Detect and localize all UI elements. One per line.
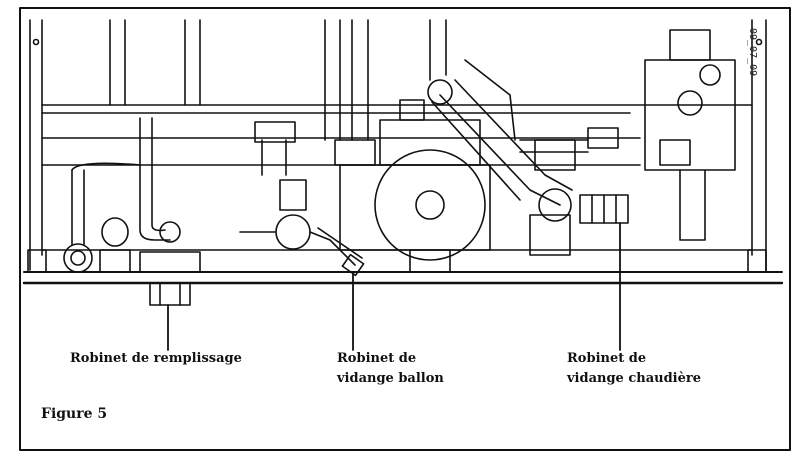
- gas-valve: [519, 29, 736, 241]
- label-boiler-drain-line1: Robinet de: [567, 351, 647, 366]
- label-fill-valve: Robinet de remplissage: [70, 351, 242, 366]
- label-tank-drain-line1: Robinet de: [337, 351, 417, 366]
- tank-drain-assembly: [239, 19, 376, 277]
- fill-valve-assembly: [63, 117, 201, 306]
- figure-border: [19, 7, 791, 451]
- label-tank-drain-line2: vidange ballon: [337, 371, 444, 386]
- reference-code: 09_07_09: [747, 28, 758, 77]
- bypass-tubes: [427, 19, 573, 222]
- figure-title: Figure 5: [41, 406, 108, 422]
- circulation-pump: [339, 99, 491, 273]
- label-boiler-drain-line2: vidange chaudière: [567, 371, 702, 386]
